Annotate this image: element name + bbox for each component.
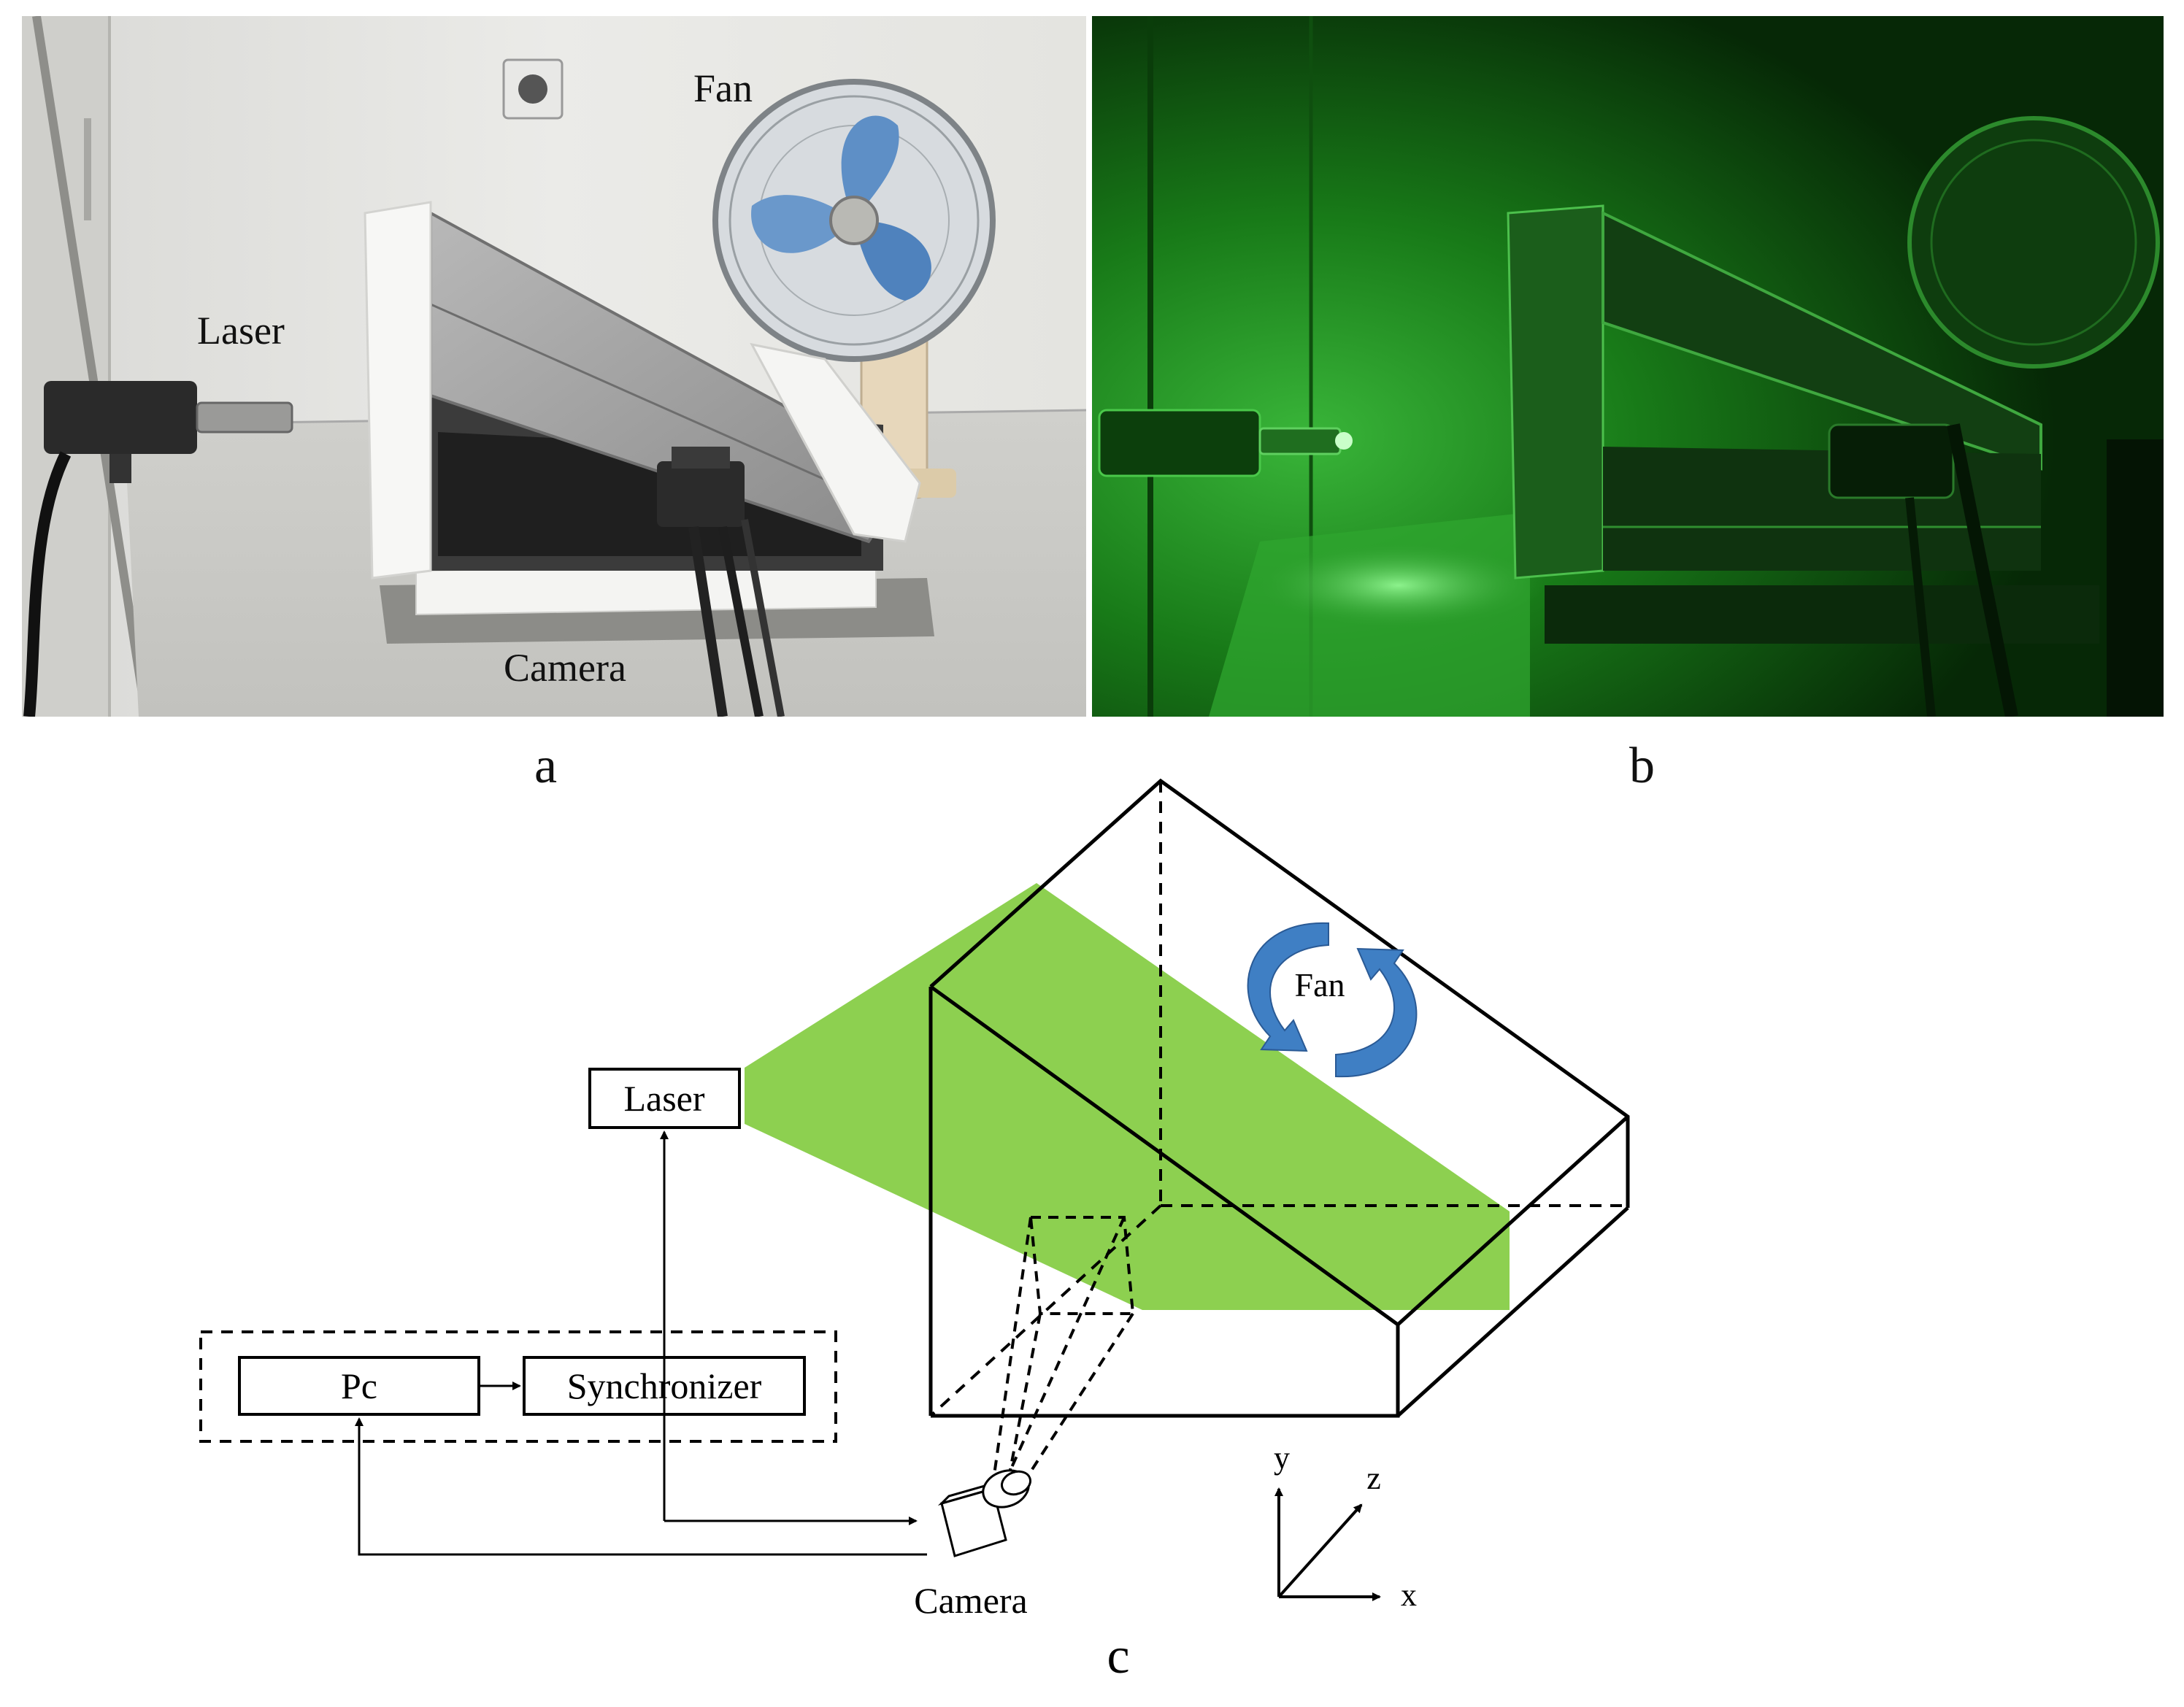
enclosure-hidden-edges	[929, 781, 1628, 1417]
fan-rotation-arrows	[1247, 922, 1418, 1078]
camera-green	[1828, 423, 1955, 499]
base-green	[1545, 585, 2099, 644]
panel-letter-b: b	[1629, 738, 1655, 794]
signal-connectors	[355, 1130, 927, 1556]
axis-y-label: y	[1274, 1440, 1290, 1476]
floor-light-spot	[1253, 542, 1545, 629]
foam-wall-right	[750, 342, 921, 543]
control-system-boundary	[199, 1330, 837, 1443]
label-fan: Fan	[693, 66, 753, 110]
door-hinge	[84, 118, 91, 220]
pc-box	[238, 1356, 480, 1416]
fan-green	[1907, 116, 2160, 369]
laser-box	[588, 1068, 741, 1129]
photo-green-illustration	[1092, 16, 2164, 717]
axis-x-label: x	[1401, 1577, 1417, 1613]
schematic-diagram: Fan Laser Pc Synchronizer Camera	[0, 730, 2184, 1707]
camera-device	[657, 447, 785, 717]
schematic-svg: Fan Laser Pc Synchronizer Camera	[199, 778, 1630, 1684]
label-camera: Camera	[504, 646, 626, 690]
tank-side-green	[1507, 204, 1604, 579]
photo-setup: Fan Laser Camera	[22, 16, 1086, 717]
stand-pole	[32, 16, 150, 717]
enclosure-box	[928, 778, 1630, 1418]
laser-beam-origin	[1335, 432, 1353, 450]
label-laser: Laser	[197, 309, 285, 352]
foam-base	[415, 562, 877, 616]
camera-fov	[991, 1216, 1135, 1487]
axis-z-label: z	[1366, 1460, 1381, 1496]
foam-wall-left	[364, 201, 432, 579]
photo-laser-illuminated	[1092, 16, 2164, 717]
camera-icon	[937, 1469, 1031, 1557]
laser-label: Laser	[623, 1078, 704, 1119]
pc-label: Pc	[341, 1365, 377, 1406]
coordinate-axes	[1274, 1487, 1381, 1601]
panel-letter-c: c	[1107, 1628, 1129, 1684]
photo-setup-illustration	[22, 16, 1086, 717]
camera-to-pc-arrow	[355, 1417, 927, 1556]
laser-device	[23, 381, 293, 717]
panel-letter-a: a	[534, 738, 558, 794]
switch-knob	[518, 74, 547, 104]
fan-label: Fan	[1295, 966, 1345, 1003]
camera-label: Camera	[914, 1580, 1027, 1621]
axis-z	[1277, 1503, 1363, 1598]
laser-device-green	[1098, 409, 1261, 477]
